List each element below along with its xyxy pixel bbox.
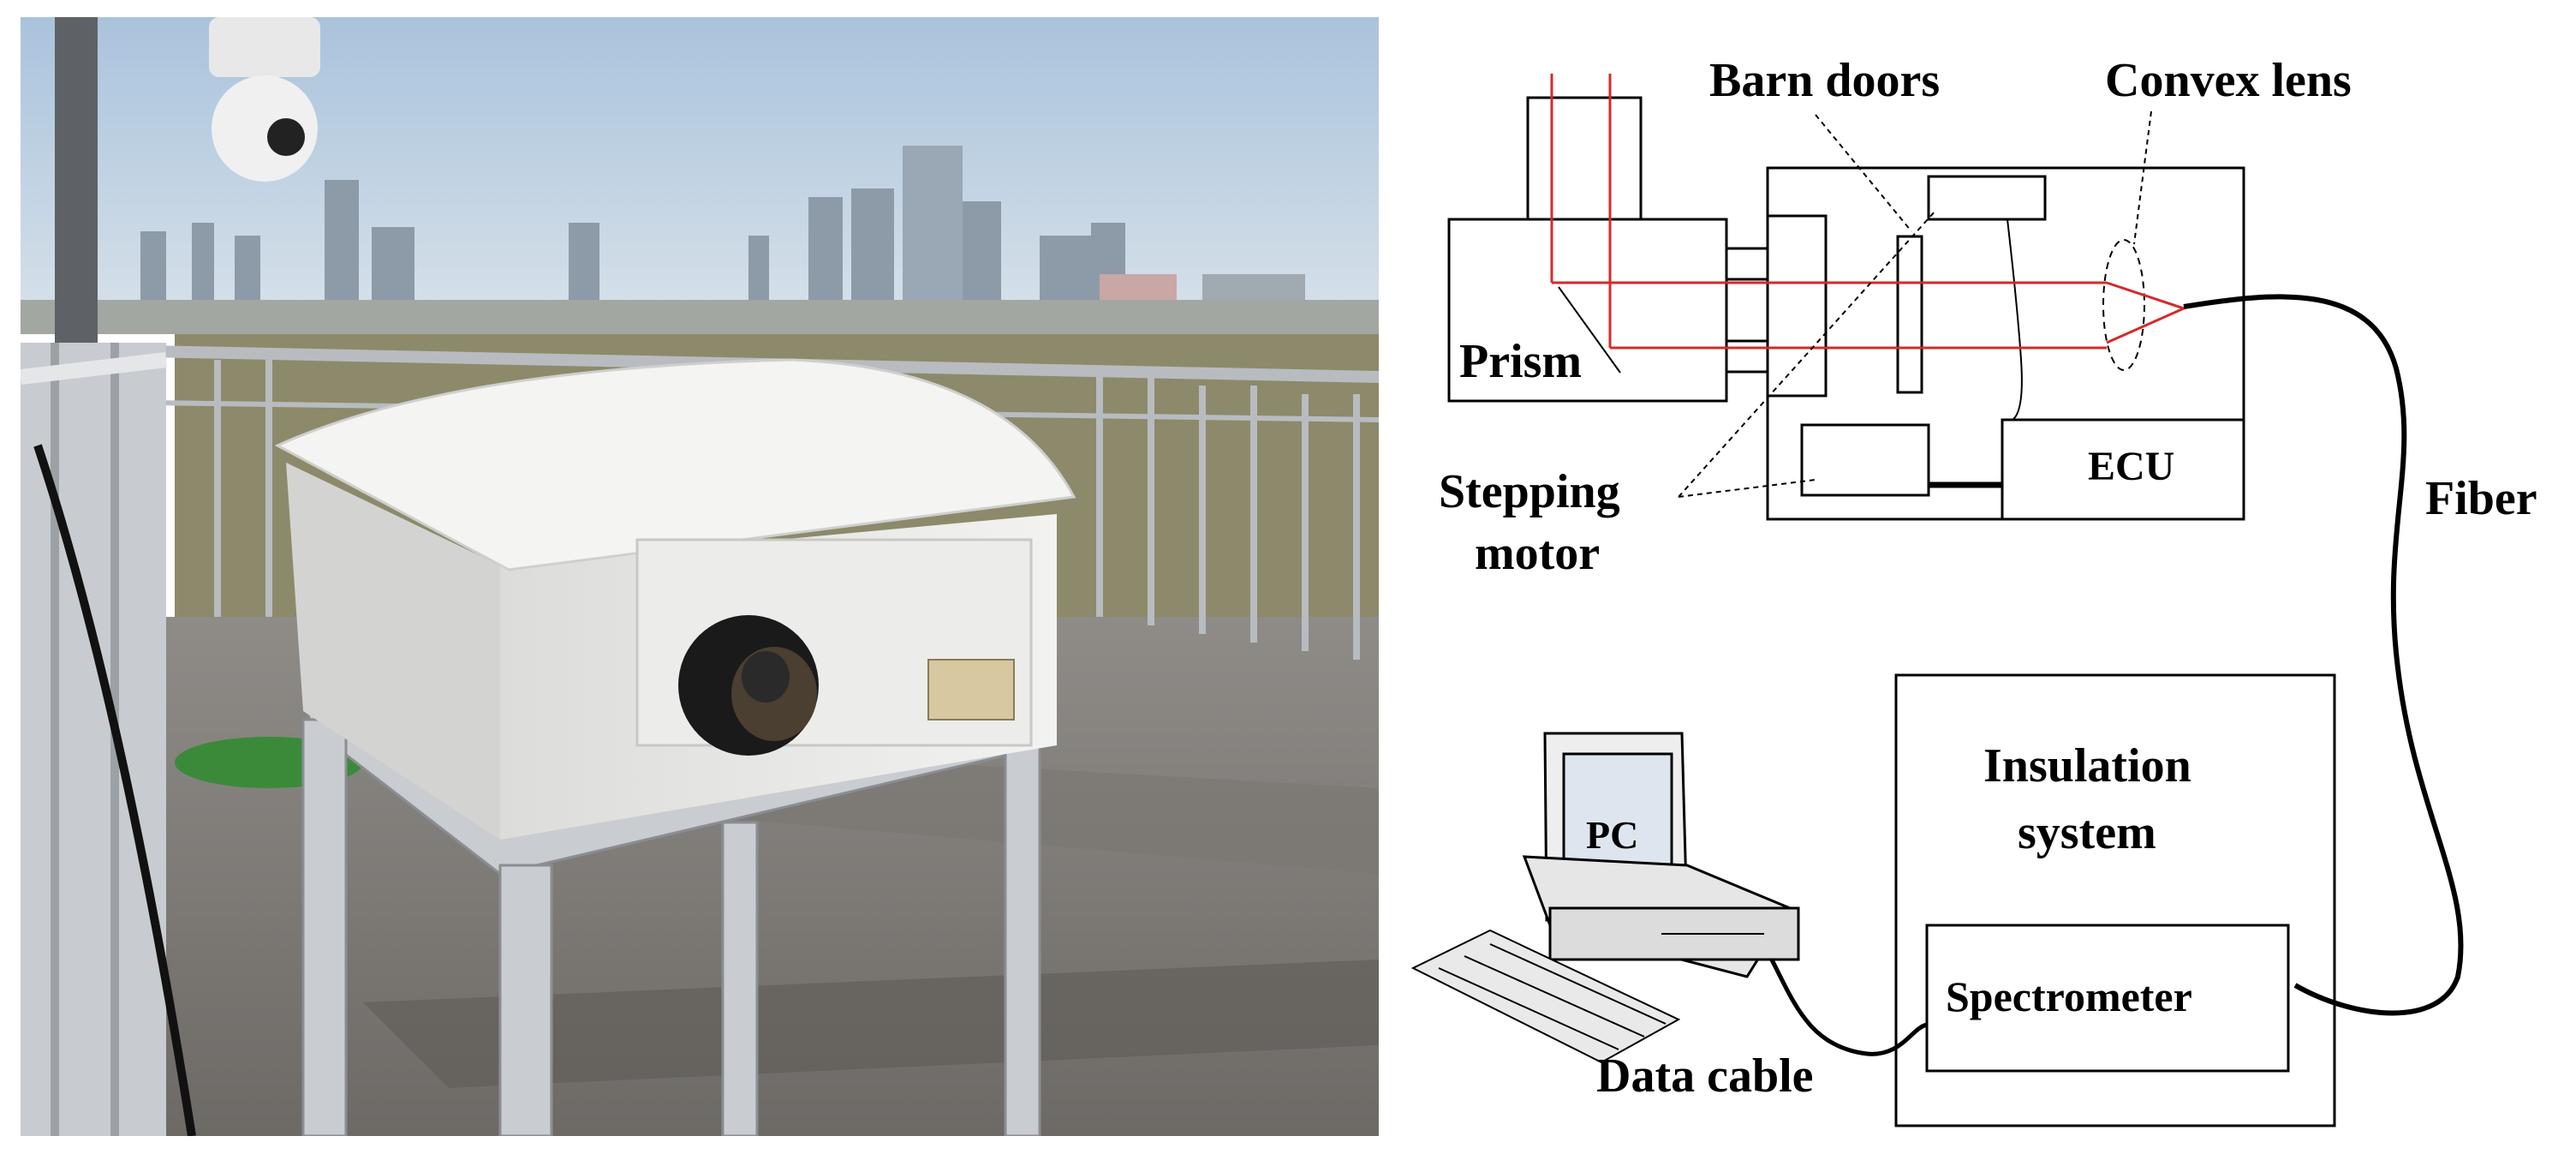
dome-camera	[209, 17, 320, 182]
schematic-diagram: Barn doors Convex lens Prism Stepping mo…	[1410, 54, 2537, 1127]
prism-housing	[1447, 218, 1728, 403]
label-fiber: Fiber	[2425, 472, 2537, 525]
label-prism: Prism	[1459, 335, 1582, 388]
label-stepping: Stepping	[1439, 465, 1620, 518]
prism-mirror	[1558, 286, 1621, 374]
label-insulation: Insulation	[1983, 739, 2191, 792]
insulation-system-box	[1894, 673, 2336, 1127]
label-pc: PC	[1586, 813, 1638, 857]
lower-motor	[1800, 423, 1930, 497]
barn-doors-plate	[1896, 235, 1923, 394]
foreground-railing	[21, 343, 196, 1136]
light-path	[1550, 74, 2188, 350]
label-ecu: ECU	[2088, 444, 2174, 489]
label-barn-doors: Barn doors	[1709, 54, 1940, 107]
label-system: system	[2018, 806, 2156, 859]
city-skyline	[21, 146, 1379, 334]
upper-motor	[1927, 175, 2047, 221]
pc-icon	[1522, 732, 1800, 978]
label-motor: motor	[1475, 527, 1600, 580]
label-convex-lens: Convex lens	[2105, 54, 2352, 107]
ecu-box	[2001, 418, 2245, 521]
data-cable	[1755, 932, 1928, 1056]
convex-lens	[2102, 239, 2145, 371]
fiber-cable	[2183, 294, 2464, 1016]
left-mount	[1766, 214, 1828, 398]
prism-housing-top	[1526, 96, 1643, 221]
keyboard-icon	[1410, 929, 1681, 1064]
camera-pole	[55, 17, 98, 343]
instrument-photo	[21, 17, 1379, 1136]
telescope-lens	[678, 615, 819, 756]
spectrometer-box	[1925, 924, 2290, 1073]
label-spectrometer: Spectrometer	[1946, 972, 2192, 1020]
label-data-cable: Data cable	[1596, 1049, 1814, 1103]
